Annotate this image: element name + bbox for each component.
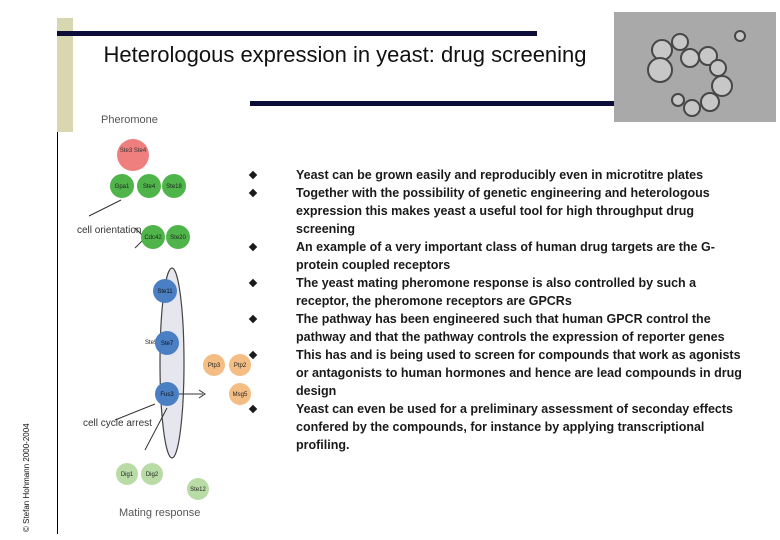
bullet-item: The pathway has been engineered such tha…: [238, 310, 748, 346]
ste3-node: [117, 139, 149, 171]
cdc42-node: [141, 225, 165, 249]
transcription-arrow: [144, 407, 168, 451]
bullet-marker-icon: [248, 170, 258, 180]
decorative-sidebar-block: [57, 18, 73, 132]
gpa1-node: [110, 174, 134, 198]
gpa1-label: Gpa1: [115, 184, 130, 190]
dig1-label: Dig1: [121, 472, 134, 478]
ste4-label: Ste4: [143, 184, 156, 190]
ste12-label: Ste12: [190, 487, 206, 493]
ste11-label: Ste11: [157, 289, 173, 295]
ste18-node: [162, 174, 186, 198]
yeast-micrograph-image: [614, 12, 776, 122]
fus3-node: [155, 382, 179, 406]
bullet-text: This has and is being used to screen for…: [296, 348, 742, 398]
ste20-label: Ste20: [170, 235, 186, 241]
bullet-item: The yeast mating pheromone response is a…: [238, 274, 748, 310]
bullet-marker-icon: [248, 314, 258, 324]
bullet-item: Together with the possibility of genetic…: [238, 184, 748, 238]
bullet-item: This has and is being used to screen for…: [238, 346, 748, 400]
bullet-marker-icon: [248, 404, 258, 414]
title-top-rule: [57, 31, 537, 36]
bullet-marker-icon: [248, 278, 258, 288]
ste7-label: Ste7: [161, 341, 174, 347]
cell-cycle-arrest-label: cell cycle arrest: [83, 418, 152, 429]
ste20-node: [166, 225, 190, 249]
bullet-item: An example of a very important class of …: [238, 238, 748, 274]
bullet-marker-icon: [248, 350, 258, 360]
title-bottom-rule: [250, 101, 770, 106]
msg5-label: Msg5: [233, 392, 248, 398]
phosphatase-arrow: [179, 389, 206, 399]
bullet-marker-icon: [248, 242, 258, 252]
copyright-notice: © Stefan Hohmann 2000-2004: [22, 423, 31, 532]
bullet-list: Yeast can be grown easily and reproducib…: [238, 166, 748, 454]
bullet-text: Together with the possibility of genetic…: [296, 186, 710, 236]
bullet-text: Yeast can be grown easily and reproducib…: [296, 168, 704, 182]
ptp2-label: Ptp2: [234, 363, 247, 369]
ste3-label: Ste3 Ste4: [120, 148, 147, 154]
ste12-node: [187, 478, 209, 500]
bullet-text: The yeast mating pheromone response is a…: [296, 276, 697, 308]
ptp3-label: Ptp3: [208, 363, 221, 369]
ste11-node: [153, 279, 177, 303]
bullet-text: Yeast can even be used for a preliminary…: [296, 402, 733, 452]
dig2-label: Dig2: [146, 472, 159, 478]
bullet-item: Yeast can be grown easily and reproducib…: [238, 166, 748, 184]
mating-response-label: Mating response: [119, 507, 200, 519]
fus3-label: Fus3: [160, 392, 174, 398]
decorative-vertical-line: [57, 132, 58, 534]
ptp2-node: [229, 354, 251, 376]
pheromone-label: Pheromone: [101, 114, 158, 126]
ste5-label: Ste5: [145, 340, 158, 346]
ste4-node: [137, 174, 161, 198]
ptp3-node: [203, 354, 225, 376]
bullet-item: Yeast can even be used for a preliminary…: [238, 400, 748, 454]
cdc42-label: Cdc42: [144, 235, 162, 241]
bullet-text: An example of a very important class of …: [296, 240, 715, 272]
orientation-arrow: [88, 199, 122, 217]
ste7-node: [155, 331, 179, 355]
ste18-label: Ste18: [166, 184, 182, 190]
bullet-text: The pathway has been engineered such tha…: [296, 312, 725, 344]
dig1-node: [116, 463, 138, 485]
cell-orientation-label: cell orientation: [77, 225, 141, 236]
arrest-arrow: [114, 403, 156, 421]
dig2-node: [141, 463, 163, 485]
slide-title: Heterologous expression in yeast: drug s…: [103, 42, 587, 67]
msg5-node: [229, 383, 251, 405]
bullet-marker-icon: [248, 188, 258, 198]
pheromone-pathway-diagram: Pheromone Ste3 Ste4 Gpa1 Ste4 Ste18 cell…: [75, 108, 275, 524]
